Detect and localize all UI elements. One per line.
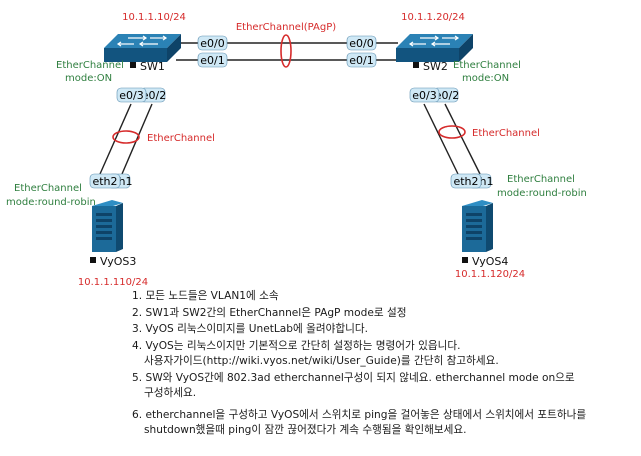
vyos4-server-icon[interactable] <box>462 200 493 252</box>
link-sw2-e02 <box>444 103 481 175</box>
vyos3-port-eth2[interactable]: eth2 <box>89 173 121 189</box>
svg-text:VyOS3: VyOS3 <box>100 255 136 268</box>
note-item: 6. etherchannel을 구성하고 VyOS에서 스위치로 ping을 … <box>132 408 587 437</box>
vyos3-mode-label: EtherChannel <box>14 183 82 194</box>
vyos4-mode-label: EtherChannel <box>507 174 575 185</box>
note-item: 5. SW와 VyOS간에 802.3ad etherchannel구성이 되지… <box>132 371 575 400</box>
right-channel-label: EtherChannel <box>472 128 540 139</box>
sw2-switch-icon[interactable] <box>396 34 473 62</box>
sw1-port-e01[interactable]: e0/1 <box>197 52 228 68</box>
vyos3-mode-value: mode:round-robin <box>6 197 96 208</box>
svg-text:e0/2: e0/2 <box>142 89 166 102</box>
note-item: 2. SW1과 SW2간의 EtherChannel은 PAgP mode로 설… <box>132 306 407 319</box>
note-item: 1. 모든 노드들은 VLAN1에 소속 <box>132 290 279 302</box>
vyos3-server-icon[interactable] <box>92 200 123 252</box>
svg-text:e0/0: e0/0 <box>349 37 373 50</box>
svg-text:VyOS4: VyOS4 <box>472 255 508 268</box>
left-channel-label: EtherChannel <box>147 133 215 144</box>
vyos4-ip: 10.1.1.120/24 <box>455 269 525 280</box>
sw1-mode-value: mode:ON <box>65 73 112 84</box>
left-channel-ellipse <box>112 130 140 144</box>
sw2-port-e01[interactable]: e0/1 <box>346 52 377 68</box>
svg-text:e0/3: e0/3 <box>412 89 436 102</box>
vyos4-name: VyOS4 <box>462 255 508 268</box>
network-diagram: e0/0 e0/1 e0/0 e0/1 e0/2 e0/3 e0/2 e0/3 … <box>6 12 587 288</box>
vyos4-mode-value: mode:round-robin <box>497 188 587 199</box>
link-sw1-e03 <box>99 103 132 175</box>
sw1-name: SW1 <box>130 60 165 73</box>
sw2-name: SW2 <box>413 60 448 73</box>
note-item: 4. VyOS는 리눅스이지만 기본적으로 간단히 설정하는 명령어가 있읍니다… <box>132 339 499 368</box>
sw1-port-e00[interactable]: e0/0 <box>197 35 228 51</box>
sw1-vyos3-links <box>99 103 153 175</box>
diagram-title: EtherChannel(PAgP) <box>236 22 336 33</box>
svg-text:e0/1: e0/1 <box>349 54 373 67</box>
vyos3-ip: 10.1.1.110/24 <box>78 277 148 288</box>
svg-text:e0/0: e0/0 <box>200 37 224 50</box>
svg-text:e0/3: e0/3 <box>119 89 143 102</box>
svg-text:eth2: eth2 <box>453 175 478 188</box>
right-channel-ellipse <box>438 125 466 139</box>
sw1-mode-label: EtherChannel <box>56 60 124 71</box>
sw1-port-e03[interactable]: e0/3 <box>116 87 147 103</box>
sw2-port-e00[interactable]: e0/0 <box>346 35 377 51</box>
sw1-switch-icon[interactable] <box>104 34 181 62</box>
svg-text:e0/2: e0/2 <box>435 89 459 102</box>
sw1-ip: 10.1.1.10/24 <box>122 12 186 23</box>
sw2-mode-label: EtherChannel <box>453 60 521 71</box>
svg-text:e0/1: e0/1 <box>200 54 224 67</box>
sw2-port-e03[interactable]: e0/3 <box>409 87 440 103</box>
svg-text:SW2: SW2 <box>423 60 448 73</box>
link-sw1-e02 <box>121 103 153 175</box>
sw2-vyos4-links <box>423 103 481 175</box>
pagp-bundle-ellipse <box>280 34 292 68</box>
note-item: 3. VyOS 리눅스이미지를 UnetLab에 올려야합니다. <box>132 323 368 335</box>
vyos4-port-eth2[interactable]: eth2 <box>450 173 482 189</box>
sw2-mode-value: mode:ON <box>462 73 509 84</box>
svg-text:SW1: SW1 <box>140 60 165 73</box>
instruction-list: 1. 모든 노드들은 VLAN1에 소속 2. SW1과 SW2간의 Ether… <box>132 289 637 440</box>
svg-text:eth2: eth2 <box>92 175 117 188</box>
link-sw2-e03 <box>423 103 459 175</box>
vyos3-name: VyOS3 <box>90 255 136 268</box>
sw2-ip: 10.1.1.20/24 <box>401 12 465 23</box>
